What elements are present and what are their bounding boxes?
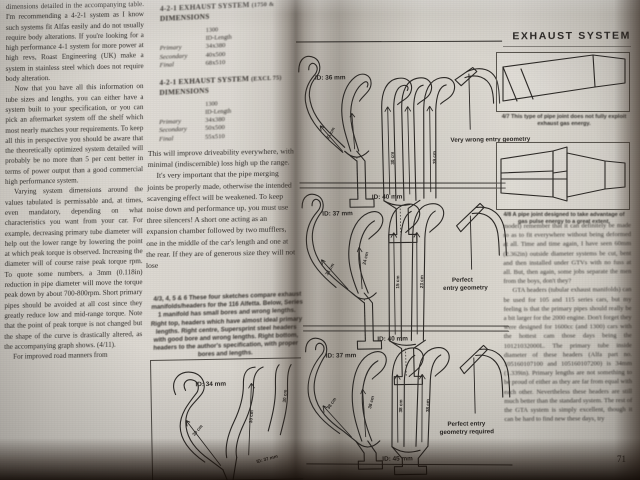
id-primary-label-1: ID: 36 mm (315, 74, 346, 81)
id-collector-label-2: ID: 40 mm (377, 335, 408, 342)
length-label-b-2: 15 cm (395, 275, 400, 288)
band-rule (302, 325, 510, 327)
table-title-line2: DIMENSIONS (159, 11, 210, 24)
paragraph: Varying system dimensions around the val… (4, 185, 143, 351)
length-label-c-3: 38 cm (425, 399, 430, 412)
caption-4-8: 4/8 A pipe joint designed to take advant… (503, 212, 625, 226)
pipe-joint-wrong (502, 54, 626, 102)
diagram-row-2: 24 cm 15 cm 23 cm Perfect (301, 193, 507, 386)
running-head: EXHAUST SYSTEM (512, 29, 632, 43)
right-text-column: model) remember that it can definitely b… (503, 221, 632, 424)
paragraph: model) remember that it can definitely b… (503, 222, 632, 286)
figure-box-4-8 (496, 142, 630, 210)
svg-text:30 cm: 30 cm (282, 389, 288, 402)
length-label-right-bl: 30 cm (248, 410, 254, 423)
id-collector-label-1: ID: 40 mm (372, 194, 403, 201)
length-label-b-3: 38 cm (398, 399, 403, 412)
length-label-c-2: 23 cm (419, 275, 424, 288)
leader-line (469, 215, 473, 270)
length-label-a-3: 38 cm (367, 395, 375, 409)
exhaust-dimension-tables: 4-2-1 EXHAUST SYSTEM (1750 & DIMENSIONS … (159, 0, 310, 145)
row-value: 68x510 (205, 59, 226, 68)
length-label-left-2: 31 cm (324, 262, 335, 276)
band-rule (299, 187, 506, 189)
caption-4-7: 4/7 This type of pipe joint does not ful… (501, 114, 627, 128)
leader-line (468, 73, 471, 130)
exhaust-manifold-figure-bottom-left: ID: 34 mm 30 cm 30 cm ID: 37 mm 30 cm (150, 357, 304, 480)
length-label-left-1: 31 cm (325, 126, 336, 140)
page-number: 71 (617, 454, 626, 464)
band-rule (296, 40, 503, 43)
paragraph: This will improve driveability everywher… (147, 146, 294, 170)
left-text-column: dimensions detailed in the accompanying … (4, 0, 144, 363)
leader-line (473, 357, 476, 414)
id-collector-label-3: ID: 45 mm (382, 455, 413, 462)
table-title-line2: DIMENSIONS (159, 85, 210, 97)
note-perfect-3a: Perfect entry (447, 420, 486, 428)
id-collector-label-bl: ID: 37 mm (256, 454, 279, 465)
note-perfect-3b: geometry required (440, 428, 495, 436)
id-primary-label-2: ID: 37 mm (322, 210, 353, 217)
wrong-joint-sketch (454, 66, 478, 87)
table-title-suffix: (EXCL 75) (251, 74, 282, 83)
running-head-rule (503, 46, 631, 47)
table-block-2: 4-2-1 EXHAUST SYSTEM (EXCL 75) DIMENSION… (159, 71, 309, 145)
note-perfect-2a: Perfect (452, 277, 473, 284)
middle-text-column: This will improve driveability everywher… (146, 145, 298, 271)
figure-box-4-7 (496, 52, 630, 112)
row-value: 55x510 (204, 133, 225, 142)
length-label-a: 30 cm (390, 152, 395, 165)
length-label-c: 39 cm (432, 151, 437, 164)
paragraph: Now that you have all this information o… (5, 82, 144, 187)
diagram-row-3: 38 cm 38 cm 38 cm 38 cm (305, 337, 511, 476)
table-title-suffix: (1750 & (251, 0, 275, 9)
id-primary-label-bl: ID: 34 mm (195, 381, 226, 389)
paragraph: GTA headers (tubular exhaust manifolds) … (503, 286, 633, 424)
note-very-wrong-1: Very wrong entry geometry (450, 136, 530, 144)
table-block-1: 4-2-1 EXHAUST SYSTEM (1750 & DIMENSIONS … (160, 0, 310, 71)
length-label-a-2: 24 cm (362, 251, 370, 265)
band-rule (303, 330, 510, 332)
length-label-left-3: 38 cm (326, 397, 338, 411)
id-primary-label-3: ID: 37 mm (326, 352, 357, 359)
band-rule (299, 182, 506, 184)
figure-caption-4-3: 4/3, 4, 5 & 6 These four sketches compar… (150, 290, 303, 359)
exhaust-manifold-diagram-figure: 30 cm 39 cm Very wrong entry geometr (296, 37, 531, 476)
paragraph: dimensions detailed in the accompanying … (5, 0, 144, 84)
diagram-row-1: 30 cm 39 cm Very wrong entry geometr (298, 55, 531, 244)
pipe-joint-good-left (500, 150, 554, 198)
paragraph: It's very important that the pipe mergin… (145, 169, 296, 271)
note-perfect-2b: entry geometry (443, 284, 488, 292)
